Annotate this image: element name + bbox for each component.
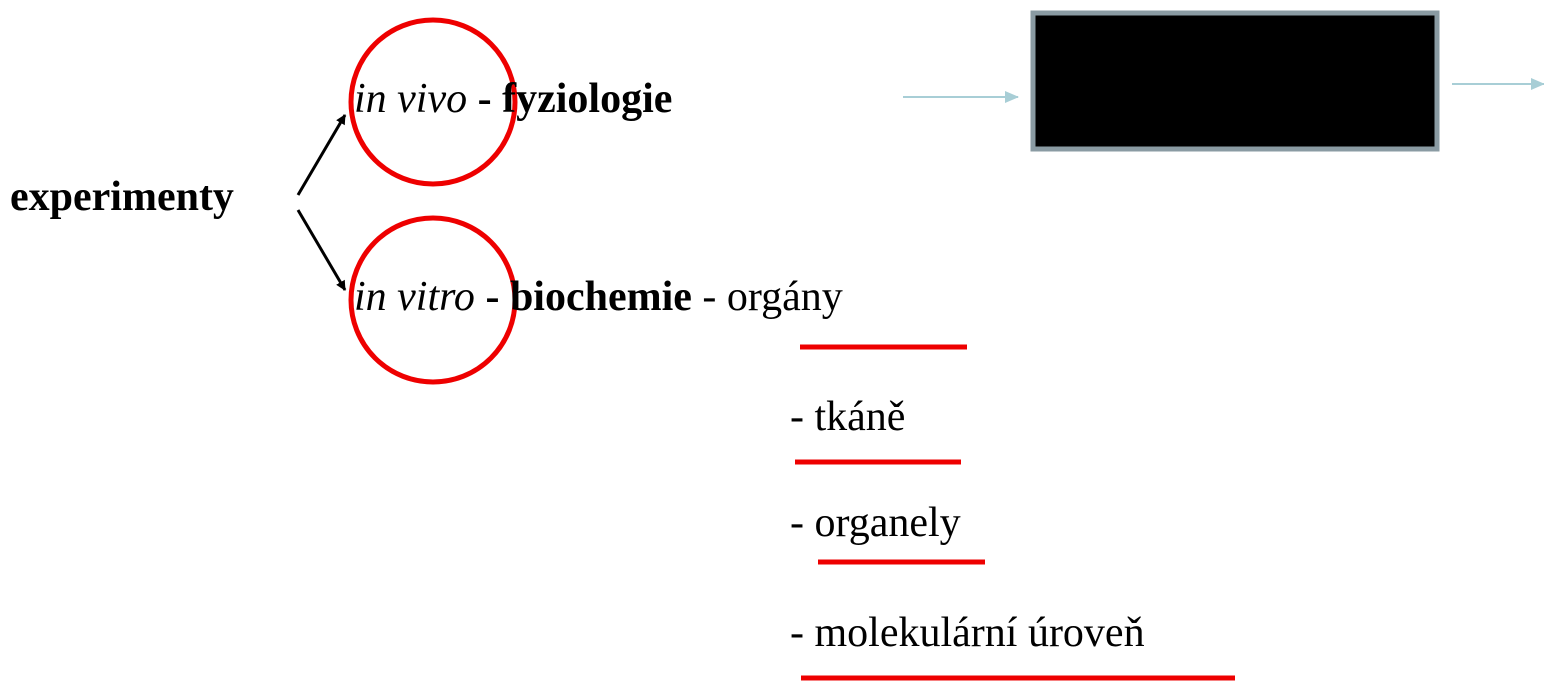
term-in-vivo: in vivo — [354, 76, 468, 122]
dash: - — [702, 274, 717, 320]
dash: - — [790, 394, 804, 440]
level-label: organely — [814, 500, 961, 546]
highlight-circle-in-vivo — [348, 17, 518, 187]
dash: - — [790, 610, 804, 656]
field-biochemie: biochemie — [509, 274, 692, 320]
separator: - — [477, 76, 492, 122]
branch-in-vivo: in vivo - fyziologie — [354, 78, 672, 120]
field-fyziologie: fyziologie — [502, 76, 673, 122]
level-item: - organely — [790, 502, 961, 544]
dash: - — [790, 500, 804, 546]
highlight-circle-in-vitro — [348, 215, 518, 385]
redacted-box — [1030, 10, 1440, 152]
branch-in-vitro: in vitro - biochemie - orgány — [354, 276, 843, 318]
level-item: - tkáně — [790, 396, 905, 438]
level-label: tkáně — [814, 394, 906, 440]
level-label: molekulární úroveň — [814, 610, 1145, 656]
term-in-vitro: in vitro — [354, 274, 475, 320]
level-label: orgány — [726, 274, 843, 320]
root-node: experimenty — [10, 174, 234, 220]
arrow-to-in-vitro — [296, 209, 347, 291]
arrow-to-in-vivo — [296, 114, 347, 196]
level-item: - molekulární úroveň — [790, 612, 1145, 654]
separator: - — [485, 274, 500, 320]
